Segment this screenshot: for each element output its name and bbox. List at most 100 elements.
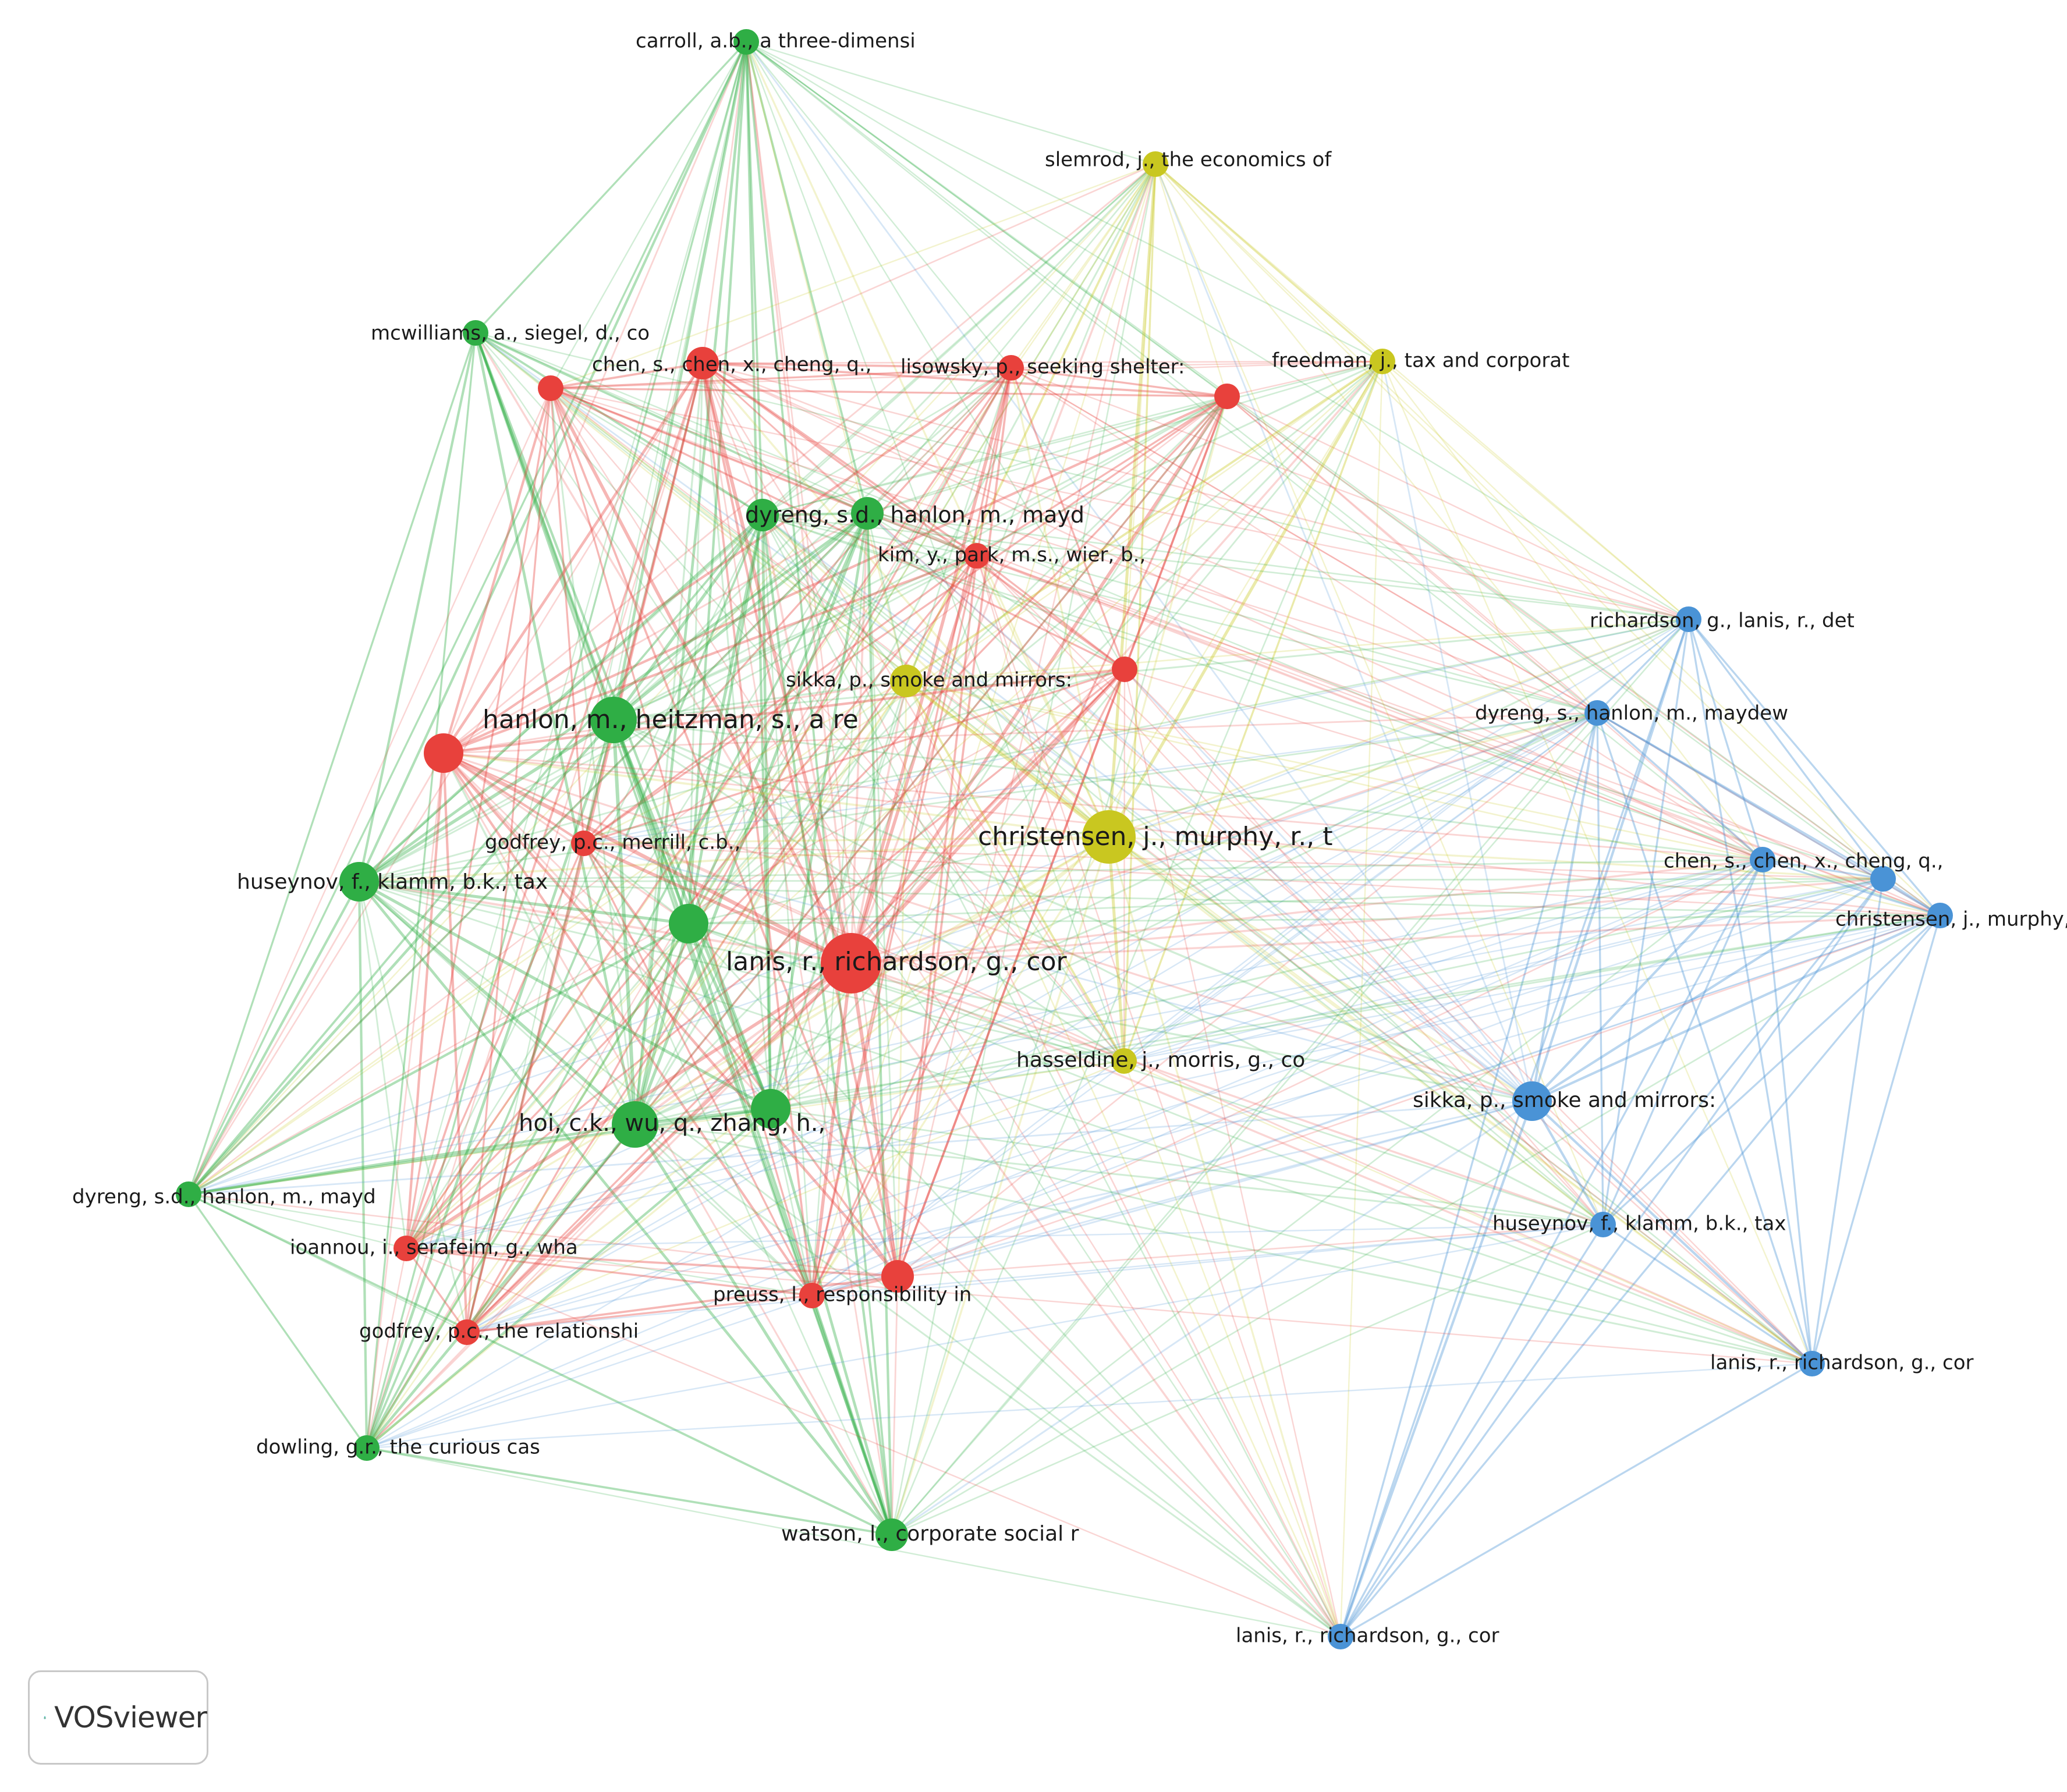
node-n_lanis_b2[interactable] — [1799, 1351, 1825, 1376]
link-n_dyreng_g1-n_christensen_y — [761, 514, 1110, 838]
link-n_dyreng_g1-n_dyreng_g2 — [187, 514, 764, 1195]
node-n_slemrod[interactable] — [1143, 151, 1168, 177]
link-n_red_unl2-n_hoi — [634, 396, 1228, 1125]
link-n_green_unl1-n_watson — [866, 513, 894, 1535]
link-n_sikka_b-n_preuss — [811, 1100, 1533, 1297]
link-n_green_unl1-n_hanlon — [612, 512, 868, 721]
node-label-n_watson: watson, l., corporate social r — [781, 1522, 1079, 1546]
link-n_mcwilliams-n_chen_b — [475, 332, 1763, 861]
node-n_dowling[interactable] — [354, 1435, 380, 1461]
node-n_kim[interactable] — [964, 543, 990, 569]
node-n_red_unl1[interactable] — [538, 375, 563, 401]
node-n_carroll[interactable] — [733, 29, 759, 55]
link-n_red_unl2-n_red_unl3 — [1123, 396, 1228, 670]
node-n_hoi[interactable] — [612, 1101, 658, 1148]
node-n_hasseldine[interactable] — [1111, 1048, 1137, 1074]
link-n_ioannou-n_red_unl5 — [406, 1247, 898, 1278]
node-n_sikka_b[interactable] — [1512, 1081, 1552, 1121]
node-n_lanis_r[interactable] — [821, 933, 881, 993]
node-n_green_unl2[interactable] — [669, 904, 708, 943]
link-n_carroll-n_christensen_y — [745, 41, 1110, 838]
node-n_red_unl4[interactable] — [424, 733, 463, 773]
node-label-n_slemrod: slemrod, j., the economics of — [1045, 148, 1332, 172]
node-n_green_unl1[interactable] — [851, 497, 884, 530]
link-n_chen_red-n_freedman — [702, 360, 1383, 364]
link-n_godfrey_m-n_godfrey_r — [466, 843, 585, 1333]
link-n_chen_b-n_huseynov_b — [1602, 859, 1764, 1225]
node-label-n_ioannou: ioannou, i., serafeim, g., wha — [290, 1236, 578, 1259]
link-n_green_unl1-n_lanis_r — [850, 513, 868, 964]
link-n_dyreng_g1-n_ioannou — [405, 514, 764, 1249]
link-n_red_unl1-n_red_unl3 — [550, 387, 1125, 670]
node-n_preuss[interactable] — [799, 1283, 825, 1308]
node-n_lisowsky[interactable] — [998, 355, 1024, 381]
node-label-n_hasseldine: hasseldine, j., morris, g., co — [1016, 1048, 1305, 1072]
link-n_dyreng_b-n_godfrey_r — [466, 712, 1598, 1333]
link-n_richardson_b-n_sikka_y — [906, 618, 1689, 682]
link-n_lisowsky-n_preuss — [811, 367, 1012, 1296]
link-n_freedman-n_chen_b — [1382, 361, 1763, 860]
node-n_ioannou[interactable] — [393, 1236, 419, 1261]
node-n_lanis_b1[interactable] — [1328, 1624, 1353, 1649]
link-n_lisowsky-n_hanlon — [612, 367, 1012, 721]
link-n_huseynov_g-n_dyreng_g2 — [187, 881, 360, 1195]
link-n_lanis_r-n_hoi — [634, 962, 852, 1126]
link-n_freedman-n_dyreng_g2 — [188, 361, 1383, 1195]
link-n_slemrod-n_blue_unl1 — [1155, 164, 1884, 879]
link-n_red_unl3-n_godfrey_r — [466, 668, 1126, 1333]
link-n_red_unl2-n_freedman — [1226, 360, 1383, 398]
node-label-n_dowling: dowling, g.r., the curious cas — [256, 1436, 540, 1459]
link-n_sikka_y-n_hanlon — [613, 680, 907, 721]
node-n_dyreng_g2[interactable] — [176, 1181, 201, 1207]
node-n_christensen_y[interactable] — [1082, 810, 1136, 864]
link-n_red_unl2-n_green_unl2 — [688, 395, 1228, 925]
link-n_dyreng_g1-n_sikka_b — [762, 514, 1533, 1102]
link-n_christensen_b-n_red_unl5 — [897, 914, 1941, 1278]
node-n_red_unl5[interactable] — [881, 1260, 914, 1293]
node-n_green_unl3[interactable] — [751, 1089, 790, 1129]
node-n_mcwilliams[interactable] — [463, 320, 488, 346]
link-n_red_unl1-n_hasseldine — [550, 388, 1125, 1062]
node-n_red_unl2[interactable] — [1214, 384, 1240, 409]
link-n_chen_red-n_ioannou — [405, 363, 704, 1249]
node-n_red_unl3[interactable] — [1112, 657, 1137, 682]
link-n_huseynov_g-n_lanis_b2 — [359, 881, 1813, 1365]
node-n_dyreng_g1[interactable] — [746, 499, 779, 531]
link-n_lisowsky-n_red_unl2 — [1011, 367, 1228, 398]
link-n_red_unl1-n_chen_b — [550, 387, 1763, 861]
node-n_huseynov_b[interactable] — [1590, 1212, 1616, 1237]
node-n_chen_b[interactable] — [1750, 847, 1775, 872]
link-n_freedman-n_green_unl2 — [688, 360, 1383, 925]
link-n_red_unl1-n_ioannou — [405, 388, 552, 1249]
link-n_chen_b-n_watson — [891, 858, 1763, 1536]
node-n_godfrey_m[interactable] — [571, 831, 597, 856]
link-n_lisowsky-n_green_unl2 — [687, 367, 1012, 924]
link-n_godfrey_m-n_blue_unl1 — [583, 842, 1884, 880]
link-n_red_unl1-n_godfrey_r — [466, 388, 552, 1333]
node-n_watson[interactable] — [875, 1518, 908, 1551]
node-n_chen_red[interactable] — [686, 347, 719, 379]
link-n_christensen_y-n_dowling — [366, 836, 1110, 1449]
link-n_red_unl4-n_green_unl3 — [442, 752, 772, 1110]
node-n_blue_unl1[interactable] — [1870, 866, 1896, 892]
link-n_lisowsky-n_lanis_r — [849, 367, 1013, 964]
node-n_godfrey_r[interactable] — [454, 1319, 480, 1345]
link-n_chen_red-n_lanis_r — [701, 363, 853, 964]
link-n_blue_unl1-n_hasseldine — [1123, 878, 1884, 1062]
link-n_red_unl2-n_chen_b — [1226, 396, 1763, 860]
node-n_hanlon[interactable] — [590, 697, 637, 743]
link-n_red_unl3-n_hasseldine — [1123, 669, 1126, 1062]
node-n_dyreng_b[interactable] — [1584, 700, 1610, 726]
link-n_chen_red-n_godfrey_m — [583, 363, 704, 844]
link-n_red_unl2-n_godfrey_r — [466, 395, 1228, 1333]
node-n_freedman[interactable] — [1370, 349, 1395, 374]
node-n_richardson_b[interactable] — [1676, 606, 1701, 632]
link-n_lisowsky-n_christensen_y — [1010, 367, 1110, 838]
link-n_christensen_y-n_huseynov_b — [1108, 836, 1604, 1226]
node-n_christensen_b[interactable] — [1927, 903, 1953, 928]
link-n_preuss-n_watson — [811, 1295, 893, 1535]
node-n_sikka_y[interactable] — [890, 665, 923, 697]
link-n_slemrod-n_sikka_y — [905, 164, 1157, 682]
node-n_huseynov_g[interactable] — [339, 862, 379, 902]
link-n_mcwilliams-n_huseynov_g — [357, 332, 477, 882]
